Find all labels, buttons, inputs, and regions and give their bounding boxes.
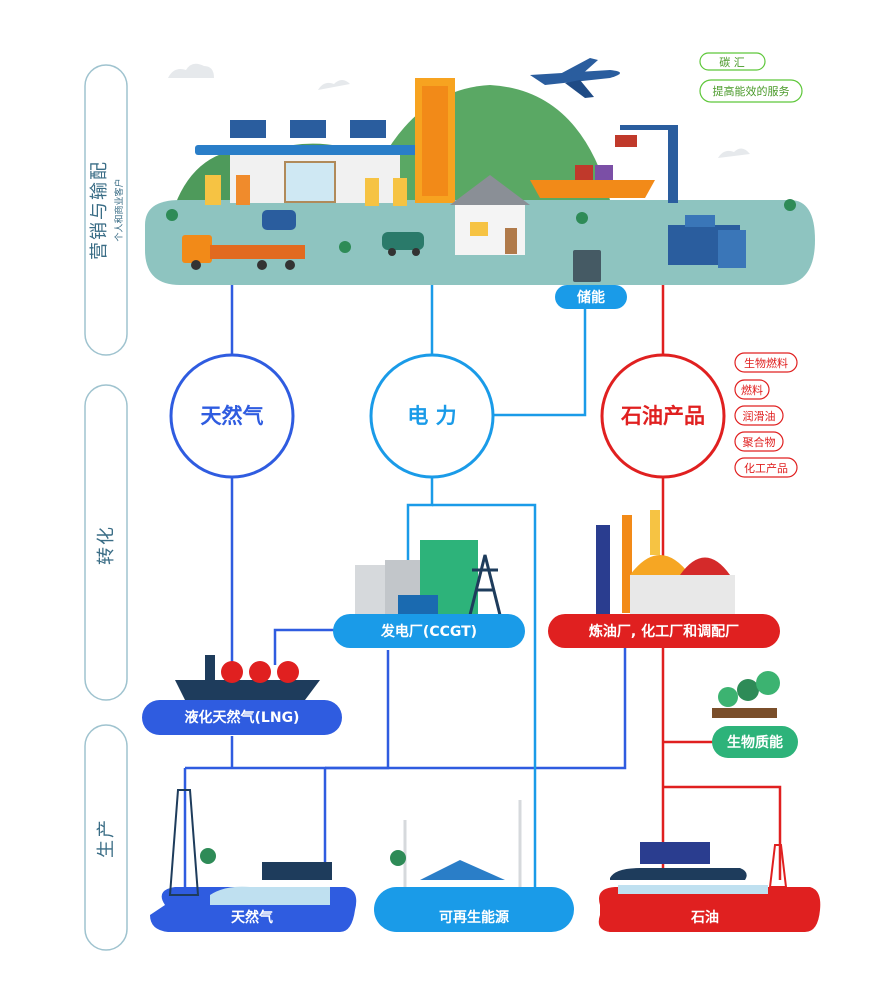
green-tag-carbon-sink: 碳 汇: [719, 55, 745, 69]
circle-natural-gas-text: 天然气: [201, 404, 264, 428]
oil-product-tags: 生物燃料 燃料 润滑油 聚合物 化工产品: [734, 352, 798, 478]
storage-label: 储能: [576, 289, 605, 306]
refinery-pill: 炼油厂, 化工厂和调配厂: [548, 614, 780, 648]
lng-ship-illustration: [175, 655, 320, 700]
side-label-production: 生产: [84, 724, 128, 951]
biomass-pill-text: 生物质能: [727, 734, 783, 751]
side-label-production-text: 生产: [96, 818, 117, 858]
oil-tag-lubricant: 润滑油: [743, 409, 776, 423]
side-label-marketing-sub: 个人和商业客户: [113, 178, 125, 241]
oil-tag-polymer: 聚合物: [743, 435, 776, 449]
oil-label: 石油: [690, 909, 719, 926]
refinery-pill-text: 炼油厂, 化工厂和调配厂: [589, 623, 739, 640]
power-plant-illustration: [355, 540, 502, 617]
oil-tag-fuel: 燃料: [741, 383, 763, 397]
circle-oil-products-text: 石油产品: [620, 404, 705, 428]
circle-natural-gas: 天然气: [169, 353, 295, 479]
natural-gas-production: 天然气: [150, 789, 357, 932]
green-tag-efficiency: 提高能效的服务: [713, 84, 790, 98]
side-label-conversion: 转化: [84, 384, 128, 701]
circle-oil-products: 石油产品: [600, 353, 726, 479]
ccgt-pill-text: 发电厂(CCGT): [380, 623, 477, 640]
oil-production: 石油: [598, 842, 821, 932]
renewables-label: 可再生能源: [439, 909, 509, 926]
lng-pill-text: 液化天然气(LNG): [185, 709, 300, 726]
circle-electricity: 电 力: [369, 353, 495, 479]
oil-tag-biofuel: 生物燃料: [744, 356, 788, 370]
lng-pill: 液化天然气(LNG): [142, 700, 342, 735]
connector-lines: [183, 285, 782, 895]
storage-pill: 储能: [555, 285, 627, 309]
city-scene: [145, 58, 815, 285]
side-label-marketing-text: 营销与输配: [89, 160, 110, 260]
refinery-illustration: [596, 510, 735, 617]
oil-tag-chemicals: 化工产品: [744, 461, 788, 475]
biomass-illustration: [712, 671, 780, 718]
circle-electricity-text: 电 力: [407, 404, 456, 428]
biomass-pill: 生物质能: [712, 726, 798, 758]
renewables-production: 可再生能源: [374, 800, 574, 932]
green-tag-group: 碳 汇 提高能效的服务: [699, 52, 803, 103]
natural-gas-label: 天然气: [231, 909, 273, 926]
side-label-conversion-text: 转化: [96, 525, 117, 565]
side-label-marketing: 营销与输配 个人和商业客户: [84, 64, 128, 356]
ccgt-pill: 发电厂(CCGT): [333, 614, 525, 648]
